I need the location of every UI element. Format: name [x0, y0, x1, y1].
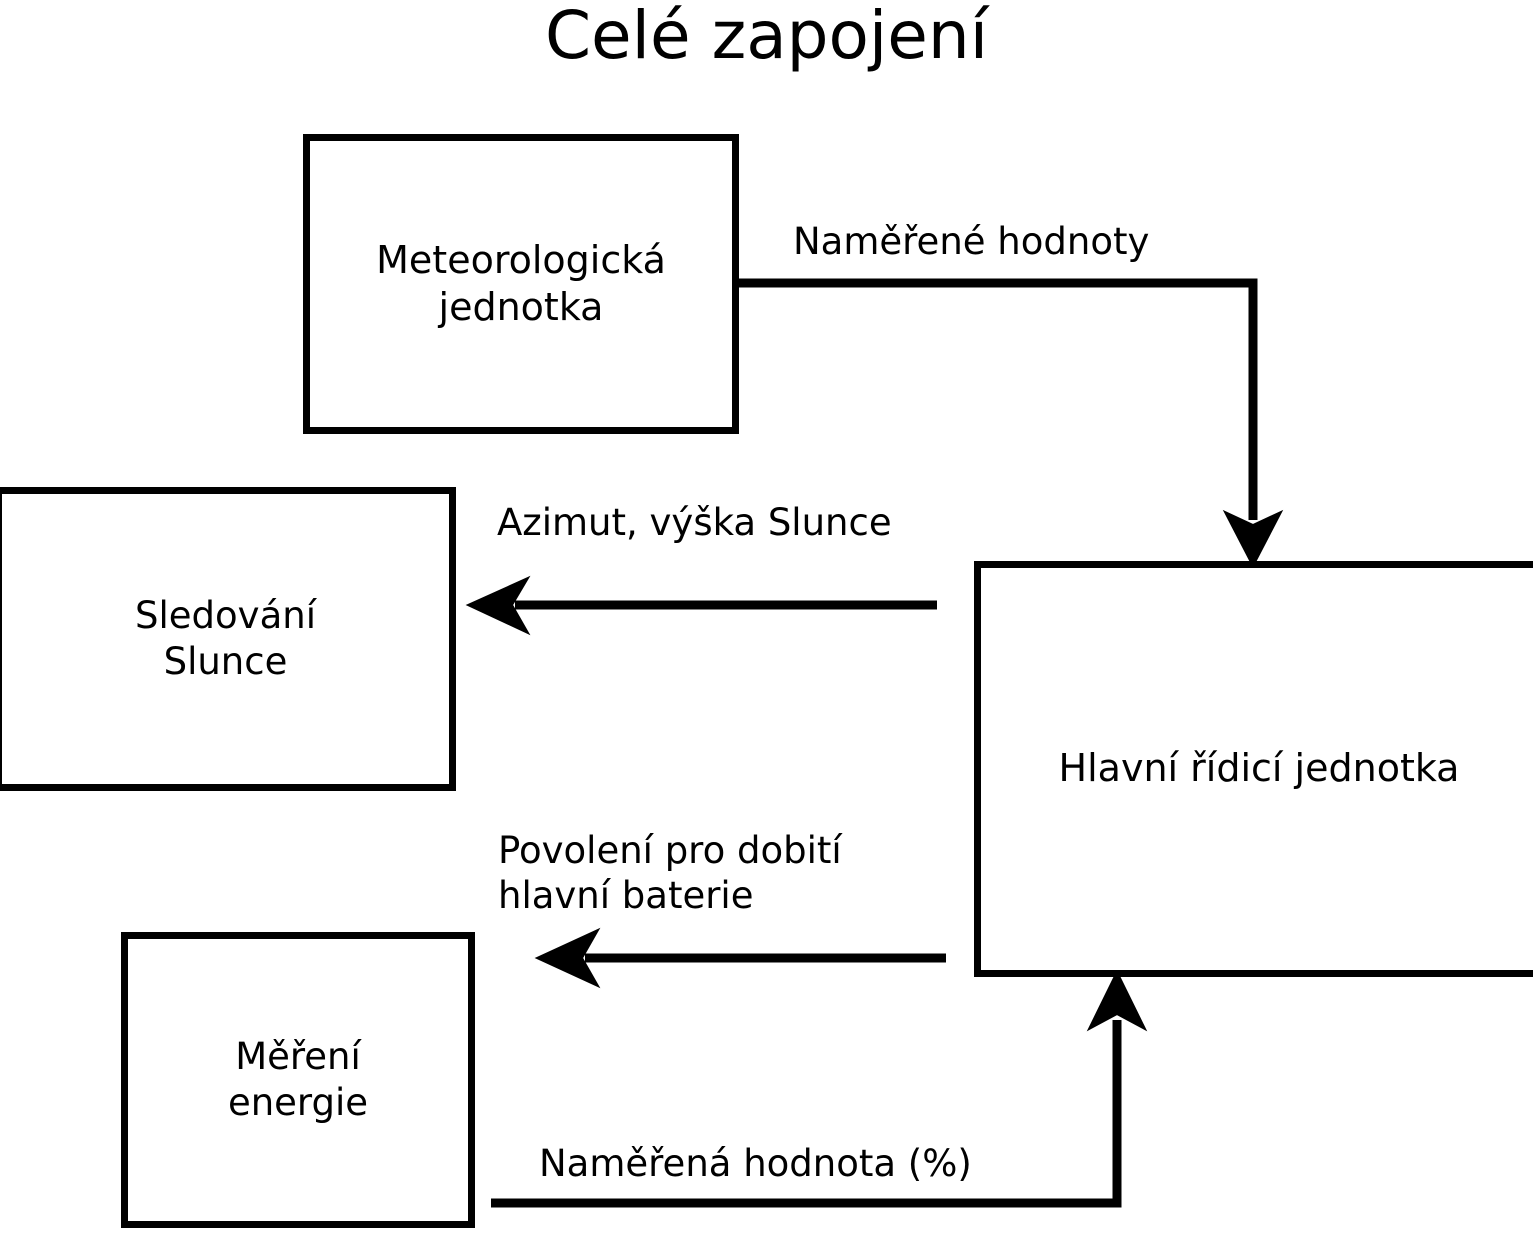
- node-label: Sledování Slunce: [135, 593, 316, 683]
- node-sledovani-slunce[interactable]: Sledování Slunce: [0, 487, 456, 791]
- edge-measured-pct: [491, 969, 1148, 1208]
- node-mereni-energie[interactable]: Měření energie: [121, 932, 475, 1228]
- page-title: Celé zapojení: [544, 0, 989, 74]
- edge-label-measured-pct: Naměřená hodnota (%): [539, 1142, 972, 1185]
- arrowhead-left-azimuth-icon: [465, 575, 531, 636]
- node-meteorologicka-jednotka[interactable]: Meteorologická jednotka: [303, 134, 739, 434]
- arrowhead-down-icon: [1222, 509, 1284, 569]
- edge-label-azimuth: Azimut, výška Slunce: [497, 501, 892, 544]
- edge-azimuth: [465, 575, 937, 636]
- node-label: Meteorologická jednotka: [376, 237, 666, 330]
- arrowhead-left-permission-icon: [534, 927, 601, 989]
- edge-label-measured-values: Naměřené hodnoty: [793, 220, 1150, 263]
- node-label: Hlavní řídicí jednotka: [1058, 746, 1460, 791]
- arrowhead-up-icon: [1086, 969, 1148, 1032]
- edge-measured-values: [739, 278, 1284, 569]
- edge-label-permission: Povolení pro dobití hlavní baterie: [498, 829, 842, 918]
- node-label: Měření energie: [227, 1034, 369, 1124]
- node-hlavni-ridici-jednotka[interactable]: Hlavní řídicí jednotka: [974, 561, 1533, 977]
- edge-permission: [534, 927, 946, 989]
